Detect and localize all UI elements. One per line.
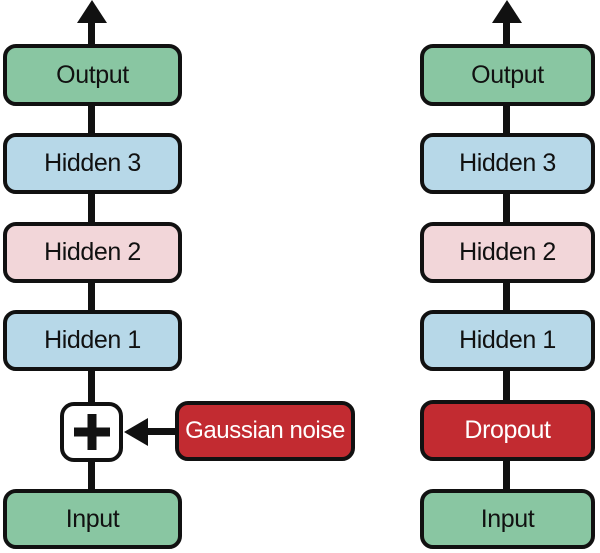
layer-box-input-left: Input	[3, 489, 182, 549]
layer-box-hidden2-left: Hidden 2	[3, 222, 182, 283]
layer-box-output-left: Output	[3, 44, 182, 106]
plus-icon	[87, 414, 96, 450]
left-arrow-icon	[124, 418, 148, 446]
noise-arrow-stem	[146, 428, 178, 435]
up-arrow-icon-right	[492, 0, 522, 23]
gaussian-noise-box: Gaussian noise	[175, 401, 355, 461]
layer-box-output-right: Output	[420, 44, 595, 106]
add-node	[60, 402, 123, 462]
layer-box-input-right: Input	[420, 489, 595, 549]
layer-box-hidden2-right: Hidden 2	[420, 222, 595, 283]
up-arrow-icon-left	[77, 0, 107, 23]
layer-box-hidden1-right: Hidden 1	[420, 310, 595, 371]
layer-box-hidden3-left: Hidden 3	[3, 133, 182, 194]
layer-box-hidden3-right: Hidden 3	[420, 133, 595, 194]
dropout-box: Dropout	[420, 400, 595, 461]
layer-box-hidden1-left: Hidden 1	[3, 310, 182, 371]
